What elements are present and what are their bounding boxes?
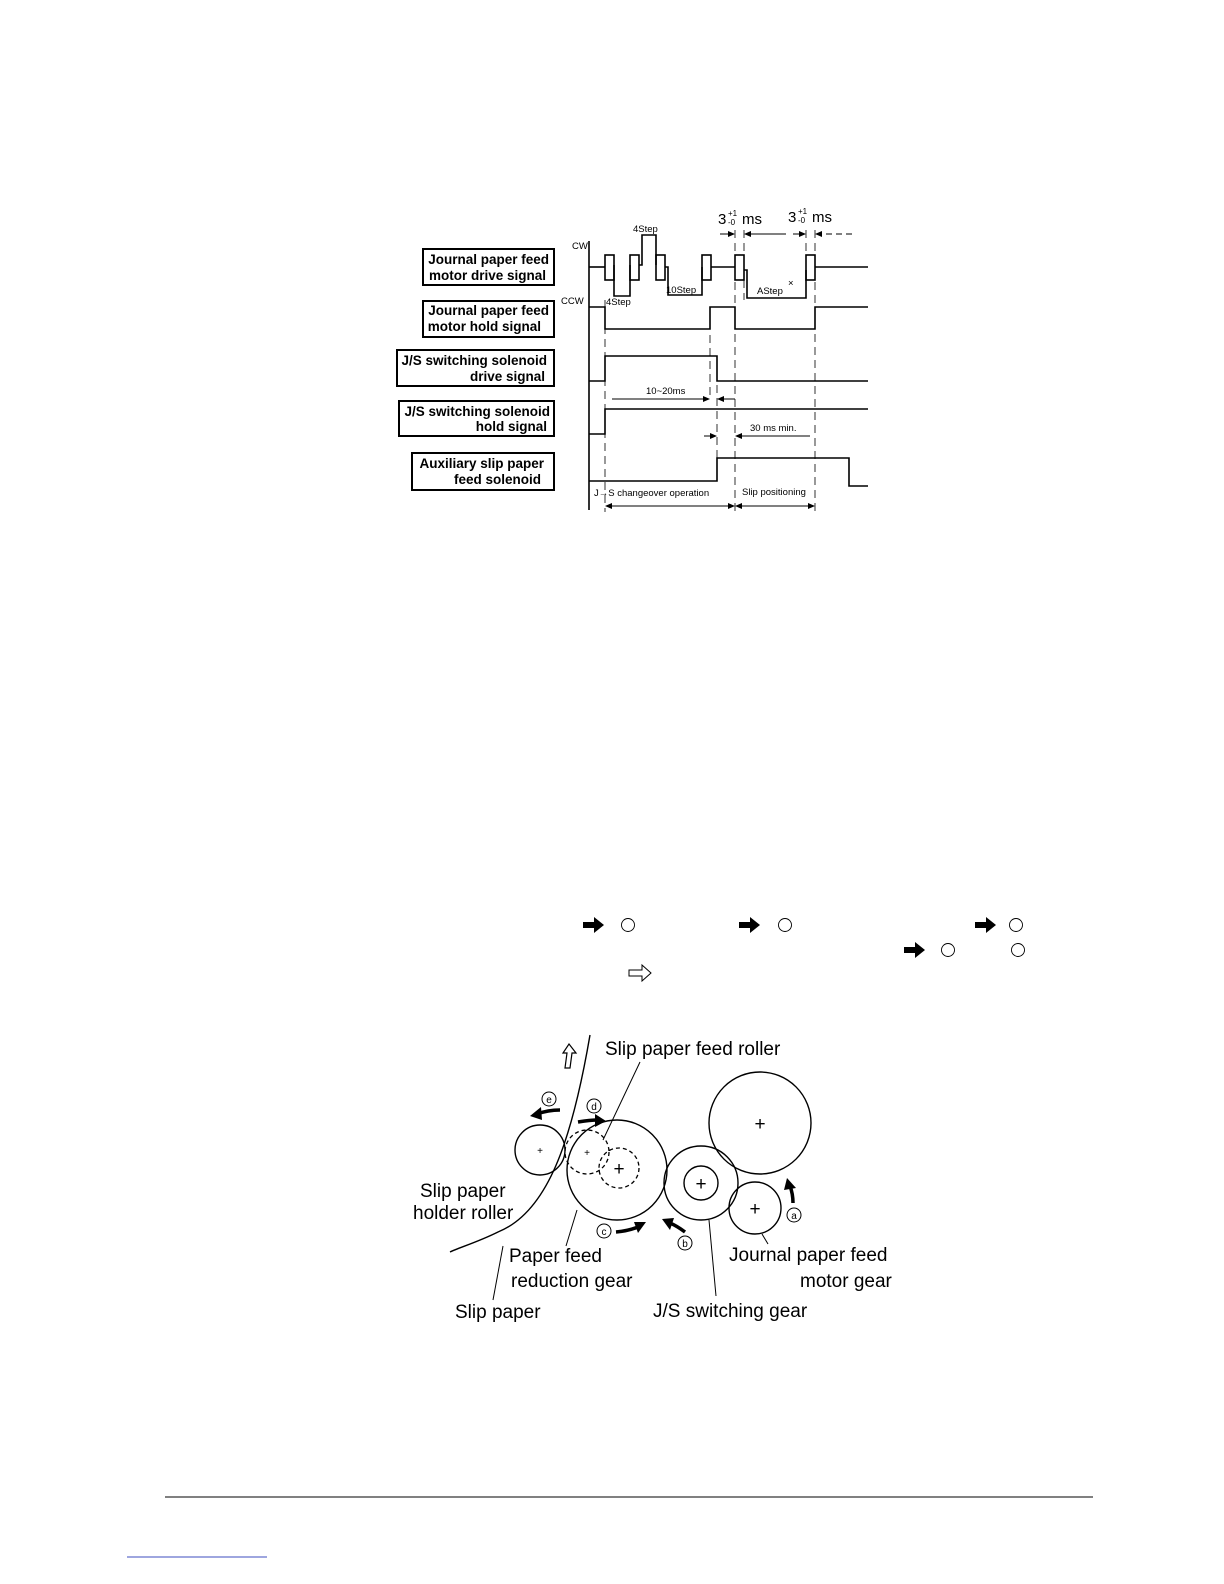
holder-roller: + [514, 1124, 566, 1176]
svg-text:+1: +1 [798, 207, 808, 216]
rotation-arrow-a [784, 1178, 796, 1204]
rotation-arrow-d [577, 1114, 606, 1127]
rotation-arrow-b [662, 1218, 687, 1234]
filled-arrow-icon [583, 917, 604, 933]
slip-paper-edge [449, 1034, 591, 1253]
large-gear: + [708, 1071, 812, 1175]
signal-label-motor-hold: Journal paper feed motor hold signal [422, 300, 555, 338]
step-mark: × [788, 278, 794, 289]
timing-annotation-2: 3 +1 -0 ms [788, 207, 856, 237]
solenoid-hold-waveform [589, 408, 868, 435]
circle-icon [1011, 943, 1025, 957]
step-label-10step: 10Step [666, 285, 696, 296]
svg-text:J/S switching solenoid: J/S switching solenoid [401, 353, 547, 368]
svg-text:motor hold signal: motor hold signal [428, 319, 541, 334]
circle-icon [778, 918, 792, 932]
interval-10-20ms: 10~20ms [612, 386, 735, 402]
svg-text:-0: -0 [798, 216, 806, 225]
phase-slip-positioning-label: Slip positioning [742, 487, 806, 498]
marker-c: c [596, 1223, 612, 1239]
slip-feed-roller: + [564, 1129, 610, 1175]
svg-text:+: + [754, 1114, 765, 1135]
svg-text:+: + [695, 1174, 706, 1195]
holder-roller-label-2: holder roller [413, 1203, 514, 1224]
reduction-gear-label-2: reduction gear [511, 1271, 633, 1292]
signal-label-solenoid-hold: J/S switching solenoid hold signal [398, 400, 555, 437]
filled-arrow-icon [975, 917, 996, 933]
svg-text:ms: ms [812, 209, 832, 226]
hollow-arrow-icon [628, 963, 652, 983]
svg-text:3: 3 [788, 209, 796, 226]
switching-gear: + [663, 1145, 739, 1221]
svg-text:e: e [546, 1095, 552, 1106]
motor-gear-label-1: Journal paper feed [729, 1245, 887, 1266]
reduction-gear-label-1: Paper feed [509, 1246, 602, 1267]
holder-roller-label-1: Slip paper [420, 1181, 506, 1202]
step-label-astep: AStep [757, 286, 783, 297]
svg-text:+: + [749, 1199, 760, 1220]
svg-text:10~20ms: 10~20ms [646, 386, 686, 397]
svg-text:feed solenoid: feed solenoid [454, 472, 541, 487]
slip-feed-roller-label: Slip paper feed roller [605, 1039, 781, 1060]
aux-solenoid-waveform [589, 457, 868, 487]
svg-text:Auxiliary slip paper: Auxiliary slip paper [419, 456, 544, 471]
svg-text:d: d [591, 1102, 597, 1113]
signal-label-aux-solenoid: Auxiliary slip paper feed solenoid [411, 452, 555, 491]
svg-text:3: 3 [718, 211, 726, 228]
circle-icon [1009, 918, 1023, 932]
marker-e: e [541, 1091, 557, 1107]
cw-label: CW [572, 241, 588, 252]
interval-30ms-min: 30 ms min. [704, 423, 810, 439]
switching-gear-label: J/S switching gear [653, 1301, 808, 1322]
signal-label-motor-drive: Journal paper feed motor drive signal [422, 248, 555, 286]
filled-arrow-icon [904, 942, 925, 958]
solenoid-drive-waveform [589, 355, 868, 382]
svg-text:c: c [602, 1227, 607, 1238]
svg-text:a: a [791, 1211, 797, 1222]
ccw-label: CCW [561, 296, 584, 307]
motor-hold-waveform [589, 306, 868, 330]
svg-text:+: + [584, 1148, 590, 1159]
svg-text:hold signal: hold signal [476, 419, 547, 434]
svg-text:Journal paper feed: Journal paper feed [428, 303, 549, 318]
timing-annotation-1: 3 +1 -0 ms [718, 209, 786, 237]
marker-d: d [586, 1098, 602, 1114]
svg-text:motor drive signal: motor drive signal [429, 268, 546, 283]
motor-drive-waveform [589, 234, 868, 299]
signal-label-solenoid-drive: J/S switching solenoid drive signal [396, 349, 555, 387]
legend-icon-row [583, 917, 1025, 983]
phase-arrows [605, 503, 815, 509]
gear-diagram: + + + + + + [413, 1034, 893, 1323]
circle-icon [621, 918, 635, 932]
marker-a: a [786, 1207, 802, 1223]
slip-paper-label: Slip paper [455, 1302, 541, 1323]
svg-text:b: b [682, 1239, 688, 1250]
rotation-arrow-c [615, 1222, 646, 1234]
circle-icon [941, 943, 955, 957]
phase-changeover-label: J→S changeover operation [594, 488, 709, 499]
svg-text:+: + [537, 1146, 543, 1157]
svg-text:Journal paper feed: Journal paper feed [428, 252, 549, 267]
reference-dashed-lines [604, 230, 816, 512]
svg-text:J/S switching solenoid: J/S switching solenoid [404, 404, 550, 419]
paper-direction-arrow-icon [561, 1042, 578, 1069]
svg-text:-0: -0 [728, 218, 736, 227]
svg-text:+: + [613, 1159, 624, 1180]
motor-gear-label-2: motor gear [800, 1271, 893, 1292]
filled-arrow-icon [739, 917, 760, 933]
rotation-arrow-e [530, 1107, 561, 1120]
step-label-4step-top: 4Step [633, 224, 658, 235]
leader-lines [492, 1061, 769, 1301]
timing-chart: Journal paper feed motor drive signal Jo… [396, 207, 868, 512]
svg-text:+1: +1 [728, 209, 738, 218]
svg-text:30 ms min.: 30 ms min. [750, 423, 796, 434]
motor-gear: + [728, 1181, 782, 1235]
svg-text:ms: ms [742, 211, 762, 228]
marker-b: b [677, 1235, 693, 1251]
svg-text:drive signal: drive signal [470, 369, 545, 384]
reduction-gear: + [566, 1119, 668, 1221]
step-label-4step-bottom: 4Step [606, 297, 631, 308]
